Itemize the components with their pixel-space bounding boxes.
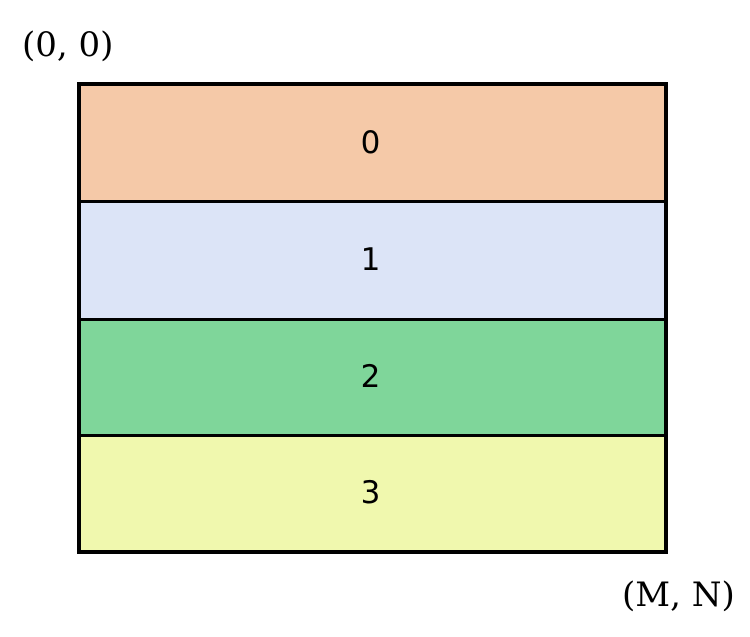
partitioned-grid: 0 1 2 3 (77, 82, 668, 554)
grid-band-label: 0 (360, 124, 381, 161)
origin-coordinate-label: (0, 0) (22, 25, 114, 65)
grid-band-label: 2 (360, 358, 381, 395)
extent-coordinate-label: (M, N) (622, 575, 735, 615)
grid-band-3: 3 (81, 437, 664, 551)
grid-band-label: 3 (360, 475, 381, 511)
grid-band-0: 0 (81, 86, 664, 203)
grid-band-1: 1 (81, 203, 664, 321)
grid-band-2: 2 (81, 320, 664, 437)
grid-band-label: 1 (360, 241, 381, 278)
